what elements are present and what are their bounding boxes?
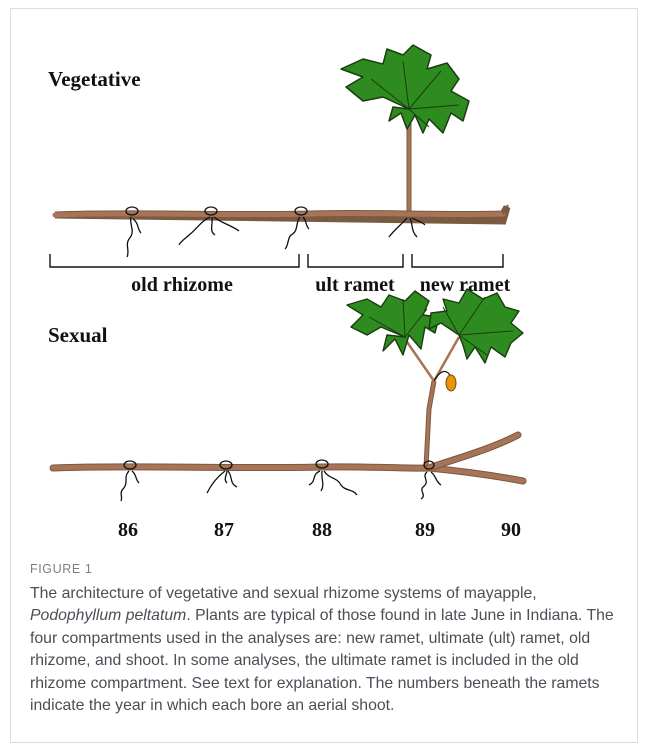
sexual-panel-title: Sexual — [48, 323, 108, 347]
year-label: 86 — [118, 519, 138, 541]
year-labels: 86 87 88 89 90 — [118, 519, 521, 541]
sexual-leaf-right — [429, 289, 523, 363]
figure-label: FIGURE 1 — [30, 562, 92, 576]
sexual-shoot — [347, 289, 523, 467]
caption-text-start: The architecture of vegetative and sexua… — [30, 585, 537, 602]
year-label: 89 — [415, 519, 435, 541]
sexual-rhizome — [53, 435, 523, 501]
vegetative-shoot — [341, 45, 469, 214]
fruit — [446, 375, 456, 391]
vegetative-panel-title: Vegetative — [48, 67, 141, 91]
year-label: 87 — [214, 519, 234, 541]
year-label: 88 — [312, 519, 332, 541]
label-ult-ramet: ult ramet — [315, 274, 395, 296]
year-label: 90 — [501, 519, 521, 541]
vegetative-leaf — [341, 45, 469, 133]
figure-illustration: Vegetative — [11, 9, 639, 554]
compartment-brackets — [50, 254, 503, 267]
caption-species-name: Podophyllum peltatum — [30, 607, 186, 624]
figure-caption: The architecture of vegetative and sexua… — [30, 583, 630, 717]
label-old-rhizome: old rhizome — [131, 274, 233, 296]
figure-card: Vegetative — [10, 8, 638, 743]
sexual-leaf-left — [347, 291, 439, 355]
vegetative-rhizome — [55, 205, 508, 257]
